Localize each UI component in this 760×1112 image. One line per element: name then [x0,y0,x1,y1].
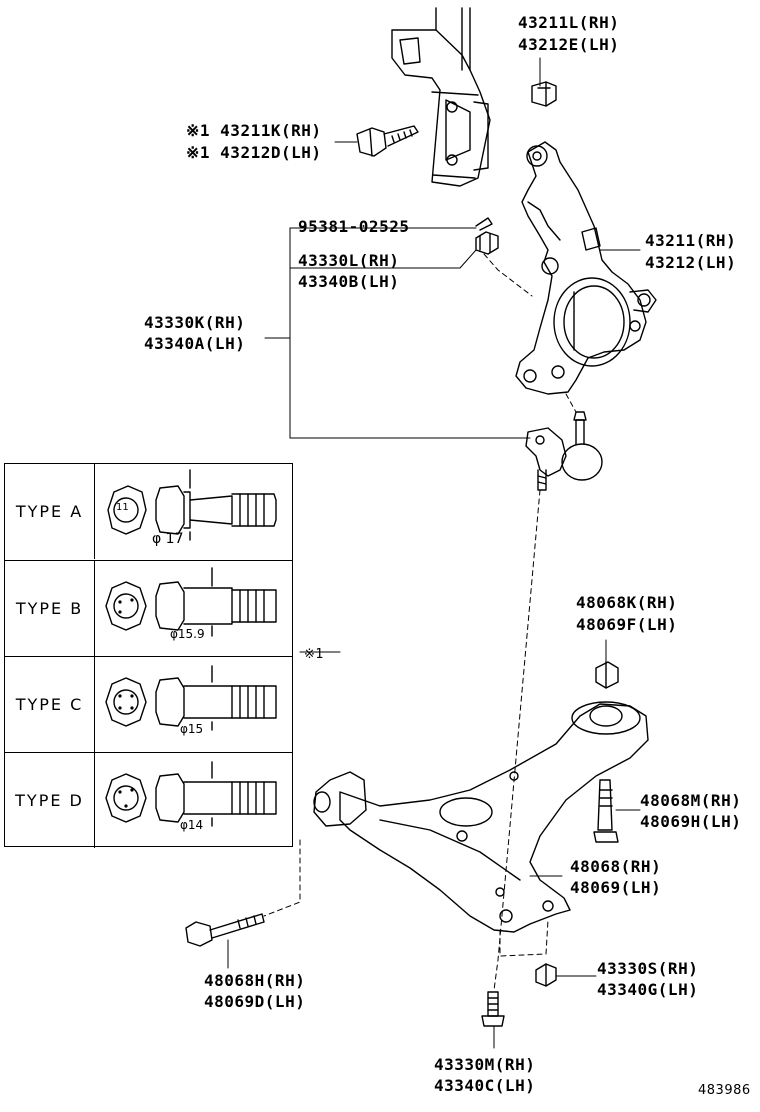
joint-nut-part [535,963,557,987]
arm-bolt-rear-part [593,779,619,843]
joint-bolt-label-rh: 43330M(RH) [434,1055,536,1074]
joint-bolt-part [481,991,505,1027]
type-d-dim: φ14 [180,818,204,832]
arm-nut-label-rh: 48068K(RH) [576,593,678,612]
arm-bolt-front-label-rh: 48068H(RH) [204,971,306,990]
type-a-row: TYPE A [5,464,292,560]
note-mark-label: ※1 [304,647,324,662]
arm-bolt-front-part [185,913,265,947]
castle-nut-part [475,231,499,255]
type-b-bolt-drawing [105,567,277,637]
head-mark-dots [118,598,134,808]
assembly-lines [263,253,577,991]
cotter-pin-label: 95381-02525 [298,217,410,236]
diagram-id: 483986 [698,1083,751,1098]
cotter-pin-part [475,217,493,231]
type-b-label: TYPE B [5,561,95,656]
type-c-dim: φ15 [180,722,204,736]
type-b-row: TYPE B [5,560,292,656]
arm-nut-part [595,661,619,689]
ball-joint-label-rh: 43330K(RH) [144,313,246,332]
leader-lines [227,57,641,1049]
arm-bolt-front-label-lh: 48069D(LH) [204,992,306,1011]
lower-arm-label-lh: 48069(LH) [570,878,662,897]
type-d-bolt-drawing [105,761,277,827]
upper-bolt-label-rh: ※1 43211K(RH) [186,121,322,140]
upper-nut-label-lh: 43212E(LH) [518,35,620,54]
type-a-head-mark: 11 [116,502,129,513]
strut-bracket [391,7,491,187]
type-a-dim: φ 17 [152,531,184,547]
joint-nut-label-rh: 43330S(RH) [597,959,699,978]
upper-bolt-label-lh: ※1 43212D(LH) [186,143,322,162]
upper-nut-part [531,81,557,107]
type-a-label: TYPE A [5,464,95,559]
type-c-bolt-drawing [105,665,277,731]
upper-nut-label-rh: 43211L(RH) [518,13,620,32]
lower-arm-part [313,701,649,933]
type-a-bolt-drawing [107,469,277,541]
type-d-label: TYPE D [5,753,95,848]
castle-nut-label-rh: 43330L(RH) [298,251,400,270]
knuckle-label-lh: 43212(LH) [645,253,737,272]
arm-bolt-rear-label-lh: 48069H(LH) [640,812,742,831]
type-c-row: TYPE C [5,656,292,752]
ball-joint-label-lh: 43340A(LH) [144,334,246,353]
castle-nut-label-lh: 43340B(LH) [298,272,400,291]
bolt-type-table: TYPE A TYPE B TYPE C TYPE D [4,463,293,848]
joint-bolt-label-lh: 43340C(LH) [434,1076,536,1095]
joint-nut-label-lh: 43340G(LH) [597,980,699,999]
ball-joint-part [525,411,603,491]
steering-knuckle [515,141,657,395]
arm-bolt-rear-label-rh: 48068M(RH) [640,791,742,810]
knuckle-label-rh: 43211(RH) [645,231,737,250]
arm-nut-label-lh: 48069F(LH) [576,615,678,634]
type-b-dim: φ15.9 [170,627,205,641]
type-c-label: TYPE C [5,657,95,752]
lower-arm-label-rh: 48068(RH) [570,857,662,876]
type-d-row: TYPE D [5,752,292,848]
upper-bolt-part [356,125,419,157]
